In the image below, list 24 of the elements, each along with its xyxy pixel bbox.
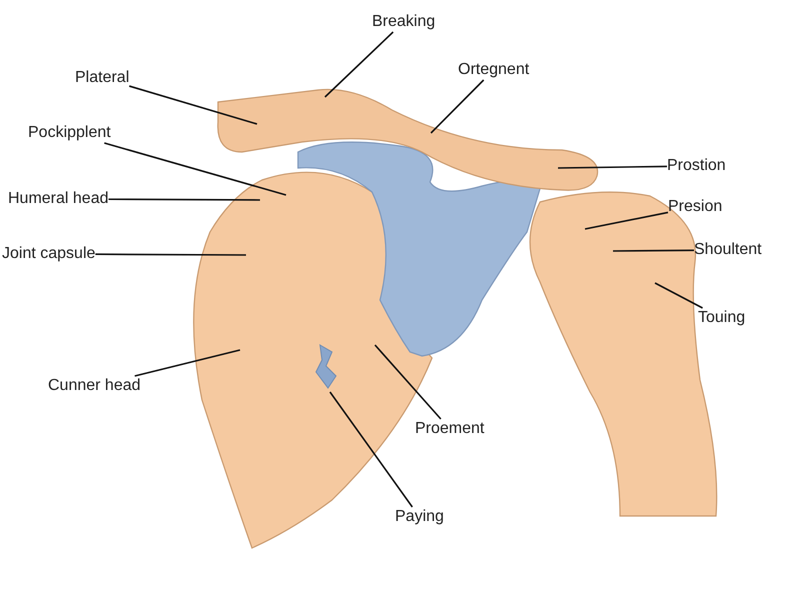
part-label: Pockipplent — [28, 123, 111, 143]
leader-line — [129, 85, 258, 125]
leader-line — [108, 198, 260, 201]
part-label: Paying — [395, 507, 444, 527]
part-label: Breaking — [372, 12, 436, 32]
leader-line — [324, 31, 394, 98]
part-label: Cunner head — [48, 376, 141, 396]
part-label: Humeral head — [8, 189, 108, 209]
part-label: Ortegnent — [458, 60, 530, 80]
part-label: Touing — [698, 308, 746, 328]
leader-line — [430, 79, 484, 134]
leader-line — [584, 212, 668, 230]
leader-line — [134, 349, 240, 377]
leader-line — [613, 250, 694, 252]
leader-line — [104, 142, 286, 196]
leader-line — [558, 166, 668, 169]
part-label: Proement — [415, 419, 484, 439]
leader-line — [329, 392, 413, 508]
part-label: Joint capsule — [2, 244, 96, 264]
part-label: Prostion — [667, 156, 726, 176]
leader-line — [95, 253, 246, 256]
part-label: Plateral — [75, 68, 130, 88]
leader-line — [374, 344, 442, 420]
part-label: Presion — [668, 197, 722, 217]
